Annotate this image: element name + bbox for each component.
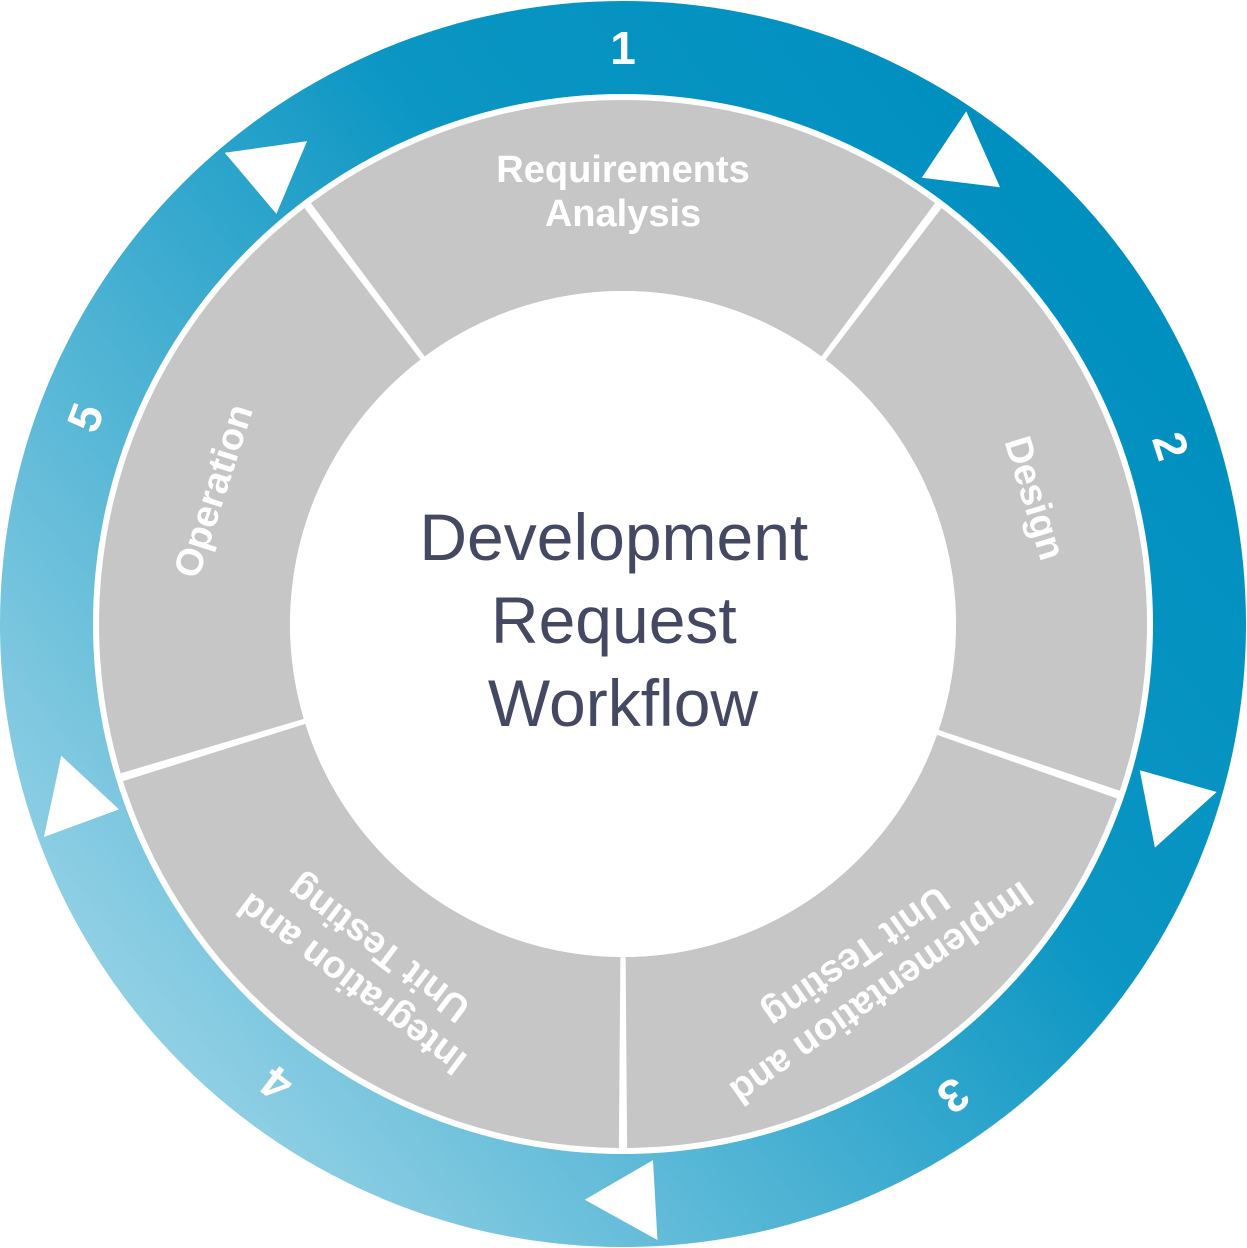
center-title-line-3: Workflow: [488, 666, 758, 740]
segment-step-2: [825, 208, 1147, 791]
segment-step-4: [123, 723, 621, 1148]
arrow-head-3: [584, 1160, 658, 1241]
segment-label-1-line-2: Analysis: [545, 193, 701, 235]
segment-step-1: [310, 99, 936, 357]
arrow-head-4: [43, 755, 120, 838]
center-title: Development Request Workflow: [419, 500, 826, 740]
center-title-line-1: Development: [419, 500, 808, 574]
center-title-line-2: Request: [491, 583, 737, 657]
arrow-head-2: [1139, 770, 1217, 848]
segment-step-5: [99, 208, 421, 774]
arrow-head-1: [921, 111, 1001, 188]
segment-step-3: [625, 734, 1118, 1148]
segment-label-1-line-1: Requirements: [496, 149, 749, 191]
center-circle: [290, 291, 956, 957]
step-number-1: 1: [610, 22, 636, 74]
arrows-layer: [43, 111, 1217, 1241]
segments-layer: [99, 99, 1147, 1148]
arrow-head-5: [224, 141, 308, 214]
